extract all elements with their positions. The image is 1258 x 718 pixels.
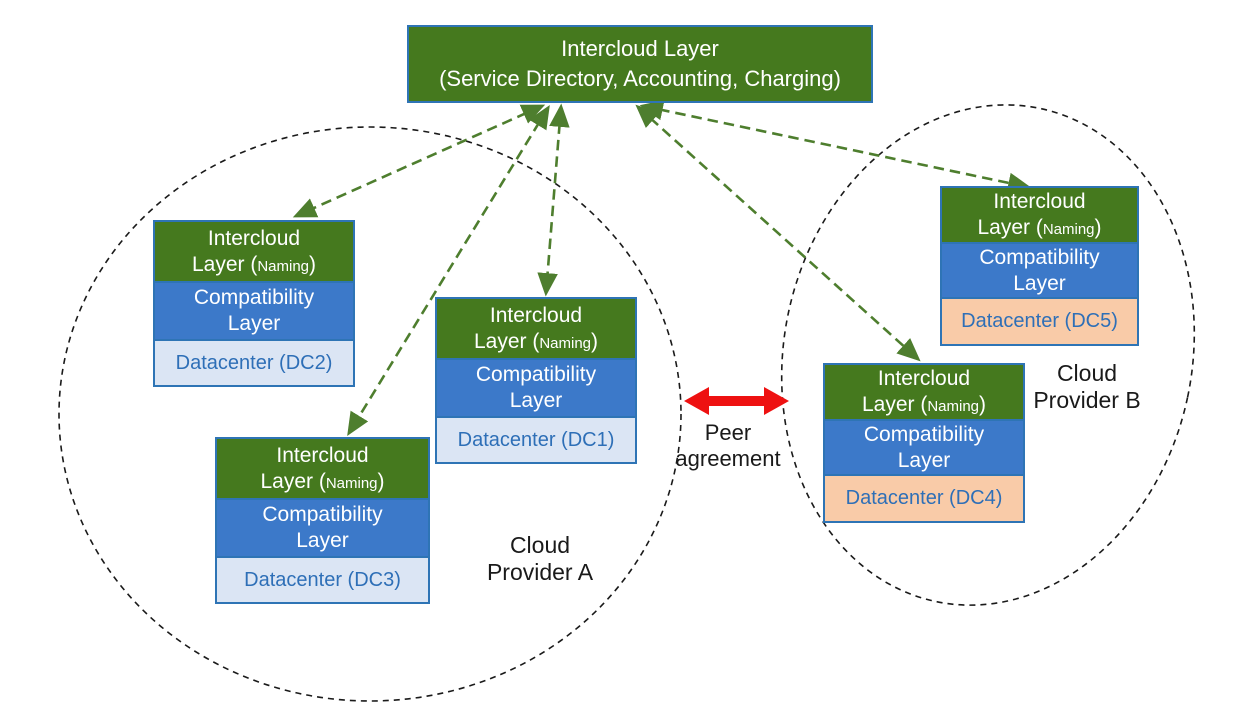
layer-text: Layer (	[473, 329, 540, 353]
arrow-intercloud-dc4	[635, 104, 921, 362]
intercloud-line2: Layer (Naming)	[942, 215, 1137, 241]
intercloud-layer-box: Intercloud Layer (Naming)	[940, 186, 1139, 244]
datacenter-box-dc5: Datacenter (DC5)	[940, 297, 1139, 346]
intercloud-line2: Layer (Naming)	[825, 392, 1023, 418]
intercloud-line1: Intercloud	[207, 226, 301, 250]
paren-text: )	[309, 252, 317, 276]
intercloud-line1: Intercloud	[276, 443, 369, 467]
compatibility-line2: Layer	[1013, 271, 1066, 295]
compatibility-layer-box: Compatibility Layer	[435, 358, 637, 418]
intercloud-line1: Intercloud	[993, 190, 1086, 214]
intercloud-layer-box: Intercloud Layer (Naming)	[215, 437, 430, 500]
naming-text: Naming	[539, 334, 592, 352]
arrow-intercloud-dc5	[639, 100, 1032, 193]
provider-b-ellipse	[780, 104, 1196, 606]
stack-dc4: Intercloud Layer (Naming) Compatibility …	[823, 363, 1025, 523]
stack-dc5: Intercloud Layer (Naming) Compatibility …	[940, 186, 1139, 346]
stack-dc2: Intercloud Layer (Naming) Compatibility …	[153, 220, 355, 387]
provider-a-line1: Cloud	[509, 532, 571, 558]
peer-line2: agreement	[675, 445, 781, 471]
intercloud-layer-box: Intercloud Layer (Naming)	[435, 297, 637, 360]
intercloud-layer-top-box: Intercloud Layer (Service Directory, Acc…	[407, 25, 873, 103]
stack-dc1: Intercloud Layer (Naming) Compatibility …	[435, 297, 637, 464]
provider-b-line2: Provider B	[1033, 387, 1141, 414]
intercloud-top-line1: Intercloud Layer	[561, 36, 719, 62]
provider-b-label: Cloud Provider B	[1002, 360, 1172, 414]
compatibility-layer-box: Compatibility Layer	[940, 242, 1139, 299]
peer-agreement-label: Peer agreement	[643, 420, 813, 472]
naming-text: Naming	[257, 257, 310, 275]
intercloud-layer-box: Intercloud Layer (Naming)	[823, 363, 1025, 421]
datacenter-box-dc4: Datacenter (DC4)	[823, 474, 1025, 523]
datacenter-box-dc2: Datacenter (DC2)	[153, 339, 355, 387]
intercloud-layer-box: Intercloud Layer (Naming)	[153, 220, 355, 283]
compatibility-layer-box: Compatibility Layer	[215, 498, 430, 558]
compatibility-line2: Layer	[897, 448, 951, 472]
peer-agreement-arrow	[684, 387, 789, 415]
naming-text: Naming	[927, 398, 980, 415]
naming-text: Naming	[1042, 221, 1095, 238]
layer-text: Layer (	[861, 393, 928, 416]
arrow-intercloud-dc1	[537, 103, 570, 297]
compatibility-line2: Layer	[296, 529, 349, 552]
provider-a-label: Cloud Provider A	[455, 532, 625, 586]
layer-text: Layer (	[260, 469, 326, 493]
intercloud-line2: Layer (Naming)	[155, 252, 353, 278]
compatibility-line2: Layer	[509, 389, 563, 412]
naming-text: Naming	[325, 474, 378, 492]
compatibility-line1: Compatibility	[979, 245, 1100, 269]
provider-b-line1: Cloud	[1056, 360, 1118, 386]
peer-line1: Peer	[704, 420, 752, 445]
compatibility-layer-box: Compatibility Layer	[823, 419, 1025, 476]
paren-text: )	[377, 469, 385, 493]
compatibility-line1: Compatibility	[863, 422, 985, 446]
compatibility-line1: Compatibility	[193, 286, 315, 310]
provider-a-line2: Provider A	[486, 559, 594, 586]
intercloud-top-line2: (Service Directory, Accounting, Charging…	[439, 66, 841, 91]
arrow-intercloud-dc2	[292, 104, 546, 218]
compatibility-line1: Compatibility	[475, 363, 597, 387]
datacenter-box-dc1: Datacenter (DC1)	[435, 416, 637, 464]
paren-text: )	[979, 393, 987, 416]
compatibility-layer-box: Compatibility Layer	[153, 281, 355, 341]
arrow-intercloud-dc3	[347, 105, 550, 436]
intercloud-line2: Layer (Naming)	[217, 469, 428, 495]
layer-text: Layer (	[191, 252, 258, 276]
intercloud-line1: Intercloud	[877, 367, 971, 391]
paren-text: )	[1094, 216, 1102, 239]
intercloud-line2: Layer (Naming)	[437, 329, 635, 355]
stack-dc3: Intercloud Layer (Naming) Compatibility …	[215, 437, 430, 604]
layer-text: Layer (	[977, 216, 1043, 239]
datacenter-box-dc3: Datacenter (DC3)	[215, 556, 430, 604]
compatibility-line2: Layer	[227, 312, 281, 335]
intercloud-line1: Intercloud	[489, 303, 583, 327]
compatibility-line1: Compatibility	[262, 503, 383, 527]
paren-text: )	[591, 329, 599, 353]
